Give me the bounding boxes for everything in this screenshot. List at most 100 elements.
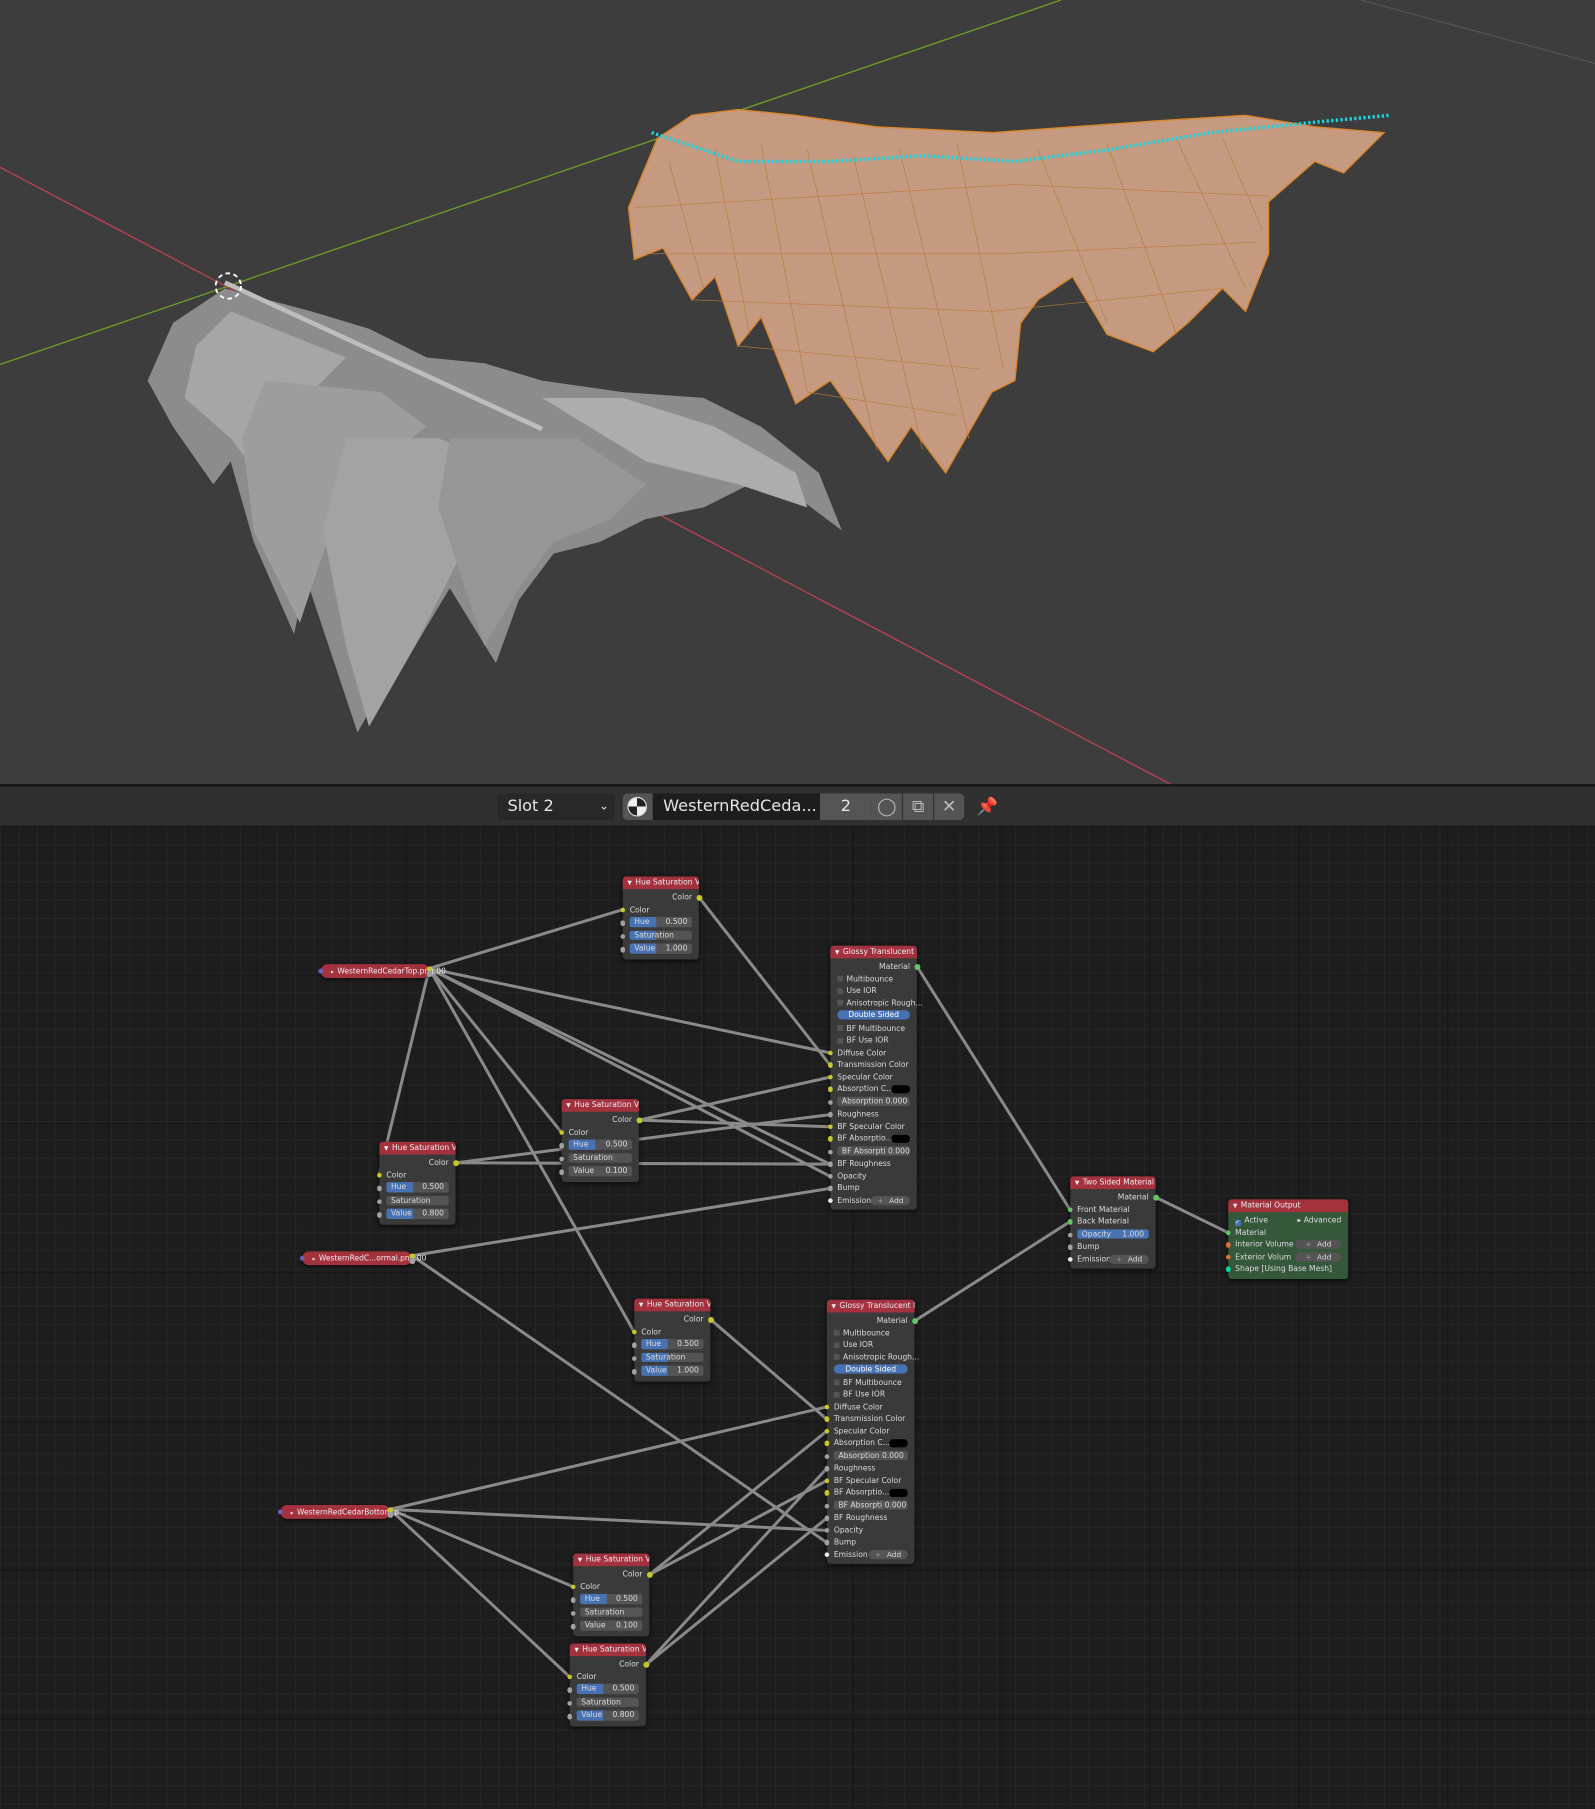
value-input-socket[interactable] <box>376 1212 382 1218</box>
bf-use-ior-checkbox-row[interactable]: BF Use IOR <box>827 1389 915 1401</box>
saturation-input-socket[interactable] <box>376 1198 382 1205</box>
emission-add-button[interactable]: +Add <box>870 1195 910 1205</box>
saturation-input-socket[interactable] <box>558 1156 564 1162</box>
emission-add-button[interactable]: +Add <box>868 1549 908 1559</box>
area-divider[interactable] <box>0 784 1595 787</box>
vector-input-socket[interactable] <box>299 1255 305 1261</box>
node-header[interactable]: ▼Hue Saturation Val <box>573 1553 650 1567</box>
color-output-socket[interactable] <box>453 1160 459 1166</box>
color-input-socket[interactable] <box>558 1129 564 1135</box>
bf-absorptio-input-socket[interactable] <box>824 1490 830 1496</box>
opacity-input-socket[interactable] <box>824 1527 830 1533</box>
node-header[interactable]: ▼Hue Saturation Val <box>569 1643 646 1657</box>
absorption-field[interactable]: Absorption 0.000 <box>833 1450 908 1461</box>
hue-input-socket[interactable] <box>566 1687 573 1693</box>
node-link[interactable] <box>410 1186 832 1258</box>
bf-use-ior-checkbox-row[interactable]: BF Use IOR <box>830 1035 916 1047</box>
color-input-socket[interactable] <box>631 1329 637 1335</box>
node-link[interactable] <box>915 965 1072 1212</box>
node-link[interactable] <box>644 1516 829 1666</box>
color-input-socket[interactable] <box>566 1674 573 1680</box>
node-link[interactable] <box>427 966 832 1055</box>
emission-add-button[interactable]: +Add <box>1109 1254 1149 1264</box>
hsv-node[interactable]: ▼Hue Saturation ValColorColorHue0.500Sat… <box>566 1643 649 1726</box>
bf-roughness-input-socket[interactable] <box>827 1161 833 1167</box>
vector-input-socket[interactable] <box>277 1509 283 1515</box>
node-link[interactable] <box>648 1479 829 1577</box>
node-link[interactable] <box>410 1254 829 1544</box>
absorption-c-color-swatch[interactable] <box>889 1438 908 1448</box>
material-output-socket[interactable] <box>1153 1194 1159 1200</box>
hue-input-socket[interactable] <box>570 1597 576 1603</box>
hue-input-socket[interactable] <box>631 1342 637 1348</box>
emission-input-socket[interactable] <box>824 1551 830 1558</box>
value-input-socket[interactable] <box>631 1368 637 1375</box>
saturation-field[interactable]: Saturation1.000 <box>641 1352 704 1363</box>
collapse-triangle-icon[interactable]: ▼ <box>574 1646 579 1654</box>
material-slot-dropdown[interactable]: Slot 2⌄ <box>497 793 615 820</box>
bf-roughness-input-socket[interactable] <box>824 1515 830 1521</box>
absorption-input-socket[interactable] <box>824 1453 830 1460</box>
bf-absorptio-color-swatch[interactable] <box>889 1488 908 1497</box>
active-checkbox[interactable]: ✓ <box>1235 1218 1241 1226</box>
front-material-input-socket[interactable] <box>1067 1206 1073 1213</box>
hue-input-socket[interactable] <box>376 1185 382 1191</box>
node-header[interactable]: ▼Hue Saturation Val... <box>634 1298 711 1312</box>
anisotropic-rough-checkbox-row[interactable]: Anisotropic Rough... <box>827 1351 919 1363</box>
interior-volume-add-button[interactable]: +Add <box>1295 1239 1342 1250</box>
saturation-field[interactable]: Saturation0.000 <box>568 1152 633 1163</box>
saturation-input-socket[interactable] <box>631 1355 637 1361</box>
node-header[interactable]: ▼Material Output <box>1228 1199 1349 1213</box>
transmission-color-input-socket[interactable] <box>827 1062 833 1068</box>
hsv-node[interactable]: ▼Hue Saturation ValColorColorHue0.500Sat… <box>570 1553 653 1636</box>
node-header[interactable]: ▼Hue Saturation Val... <box>561 1099 639 1112</box>
absorption-c-input-socket[interactable] <box>824 1440 830 1446</box>
bf-use-ior-checkbox[interactable] <box>837 1037 844 1044</box>
node-link[interactable] <box>388 1507 575 1589</box>
node-link[interactable] <box>637 1118 832 1129</box>
color-output-socket[interactable] <box>696 894 702 901</box>
collapse-triangle-icon[interactable]: ▼ <box>638 1302 644 1309</box>
saturation-field[interactable]: Saturation1.000 <box>629 930 692 940</box>
pin-icon[interactable]: 📌 <box>976 795 998 817</box>
bump-input-socket[interactable] <box>824 1539 830 1546</box>
3d-viewport[interactable] <box>0 0 1595 785</box>
advanced-toggle[interactable]: ▸ Advanced <box>1297 1214 1341 1226</box>
exterior-volum-input-socket[interactable] <box>1225 1254 1231 1260</box>
node-link[interactable] <box>697 896 832 1067</box>
anisotropic-rough-checkbox[interactable] <box>833 1353 840 1360</box>
image-texture-node[interactable]: ▸WesternRedCedarTop.png.00 <box>317 964 446 978</box>
double-sided-toggle-button[interactable]: Double Sided <box>833 1364 908 1374</box>
roughness-input-socket[interactable] <box>827 1111 833 1118</box>
color-output-socket[interactable] <box>426 965 432 972</box>
collapse-triangle-icon[interactable]: ▸ <box>312 1255 316 1263</box>
saturation-field[interactable]: Saturation0.000 <box>580 1607 643 1617</box>
node-link[interactable] <box>388 1507 571 1679</box>
bf-multibounce-checkbox[interactable] <box>833 1379 840 1386</box>
node-link[interactable] <box>1154 1195 1230 1235</box>
opacity-input-socket[interactable] <box>1067 1232 1073 1238</box>
exterior-volum-add-button[interactable]: +Add <box>1295 1251 1342 1262</box>
bf-absorptio-color-swatch[interactable] <box>891 1134 910 1143</box>
material-output-socket[interactable] <box>912 1318 918 1324</box>
node-link[interactable] <box>388 1405 829 1511</box>
double-sided-toggle-button[interactable]: Double Sided <box>837 1010 910 1020</box>
collapse-triangle-icon[interactable]: ▼ <box>384 1145 389 1153</box>
node-link[interactable] <box>427 908 624 970</box>
value-input-socket[interactable] <box>619 946 626 953</box>
hue-input-socket[interactable] <box>619 920 626 926</box>
bf-use-ior-checkbox[interactable] <box>833 1391 840 1398</box>
collapse-triangle-icon[interactable]: ▼ <box>1232 1202 1238 1210</box>
absorption-input-socket[interactable] <box>827 1099 833 1106</box>
material-name-field[interactable]: WesternRedCeda... <box>652 793 820 820</box>
material-input-socket[interactable] <box>1225 1229 1231 1236</box>
node-link[interactable] <box>427 966 832 1178</box>
use-ior-checkbox[interactable] <box>837 987 844 994</box>
emission-input-socket[interactable] <box>827 1197 833 1204</box>
